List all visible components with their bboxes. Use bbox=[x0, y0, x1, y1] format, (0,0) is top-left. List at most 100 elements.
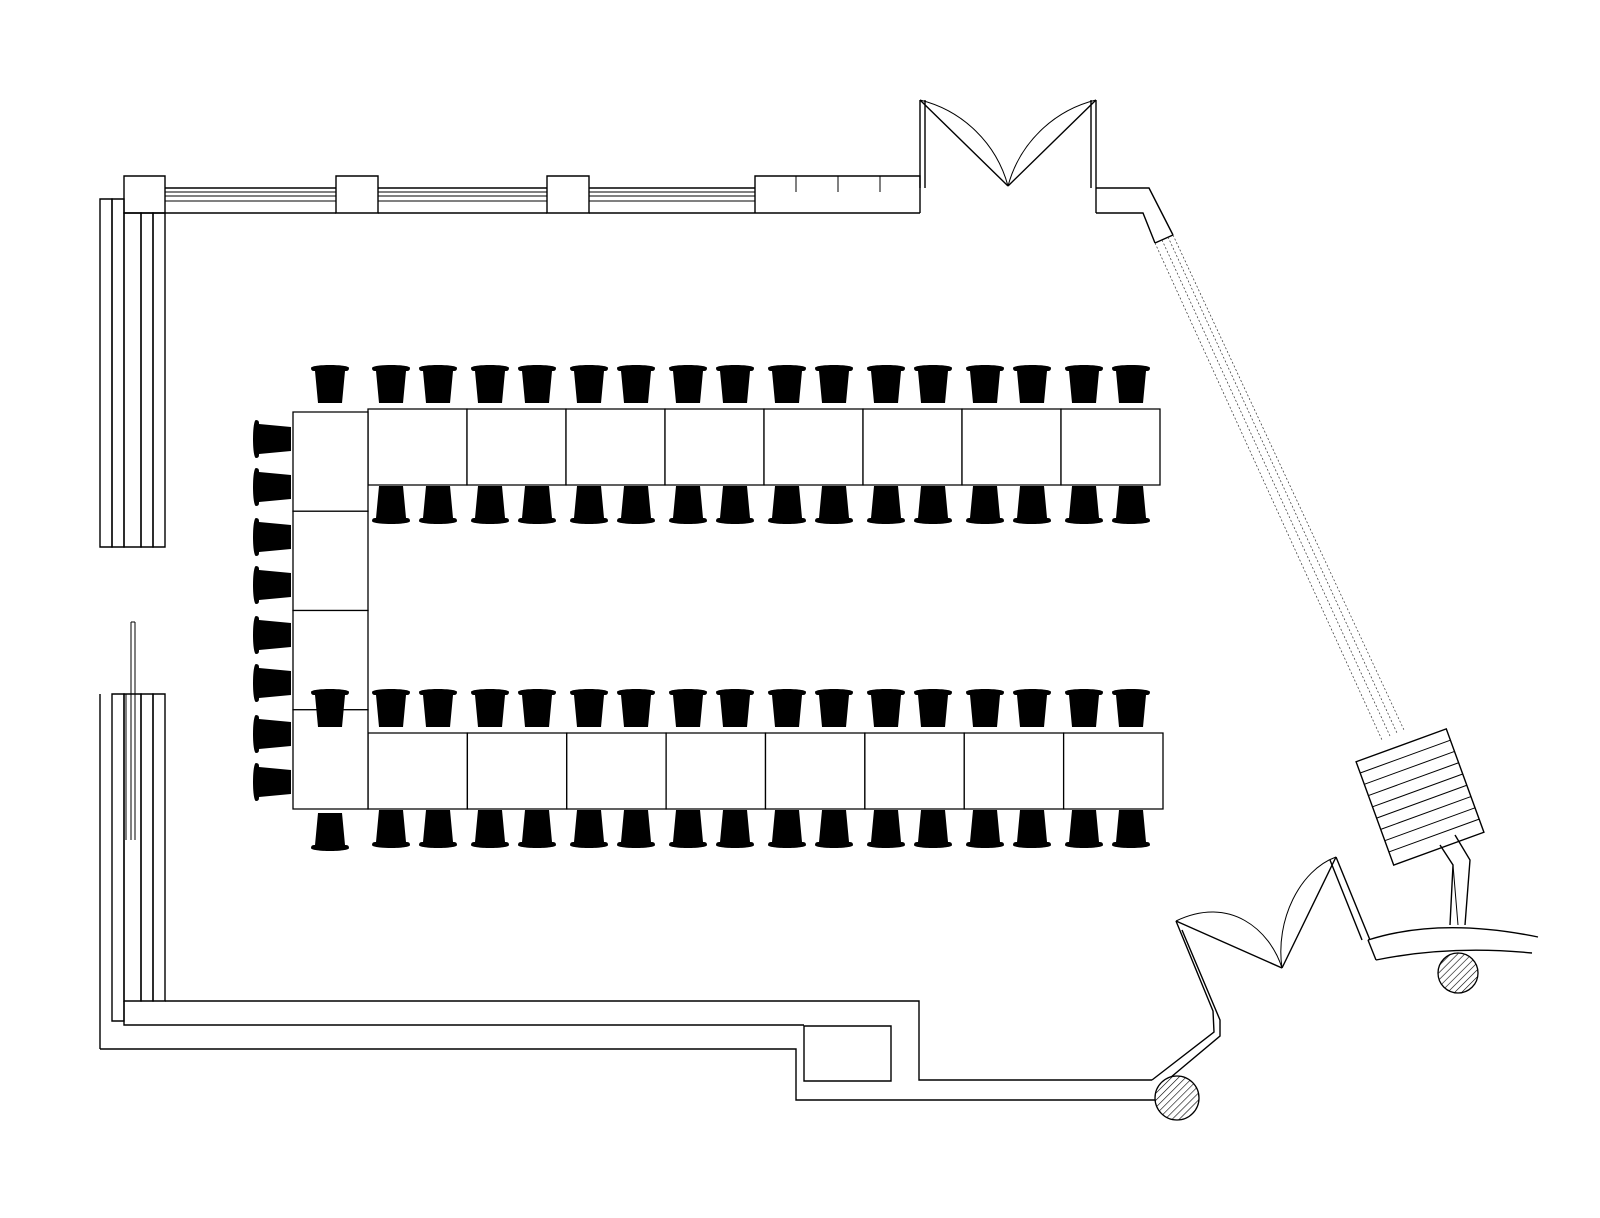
head-table-segment bbox=[293, 511, 368, 610]
top-table-segment bbox=[1061, 409, 1160, 485]
bottom-table-segment bbox=[766, 733, 865, 809]
chair bbox=[669, 810, 707, 848]
chair bbox=[716, 486, 754, 524]
chair bbox=[1065, 810, 1103, 848]
chair bbox=[1013, 810, 1051, 848]
chair bbox=[471, 689, 509, 727]
chair bbox=[372, 689, 410, 727]
chair bbox=[1065, 486, 1103, 524]
chair bbox=[867, 486, 905, 524]
chair bbox=[617, 365, 655, 403]
stair-post bbox=[1440, 835, 1470, 925]
chair bbox=[518, 365, 556, 403]
south-east-curved-wall bbox=[1368, 928, 1538, 993]
chair bbox=[518, 810, 556, 848]
chair bbox=[768, 810, 806, 848]
chair bbox=[419, 689, 457, 727]
chair bbox=[311, 813, 349, 851]
top-table-segment bbox=[764, 409, 863, 485]
chair bbox=[518, 689, 556, 727]
chair bbox=[570, 810, 608, 848]
chair bbox=[617, 689, 655, 727]
chair bbox=[372, 486, 410, 524]
bottom-table-segment bbox=[567, 733, 666, 809]
chair bbox=[419, 486, 457, 524]
bottom-table-segment bbox=[964, 733, 1063, 809]
top-table-segment bbox=[665, 409, 764, 485]
north-wall bbox=[124, 100, 925, 213]
top-table-segment bbox=[467, 409, 566, 485]
bottom-table-segment bbox=[865, 733, 964, 809]
chair bbox=[471, 365, 509, 403]
chair bbox=[815, 365, 853, 403]
south-wall bbox=[100, 1001, 1199, 1120]
chair bbox=[311, 365, 349, 403]
bottom-table-segment bbox=[666, 733, 765, 809]
west-wall bbox=[100, 199, 165, 1049]
seating-layout bbox=[253, 365, 1163, 851]
chair bbox=[1013, 365, 1051, 403]
chair bbox=[570, 689, 608, 727]
chair bbox=[768, 486, 806, 524]
chair bbox=[518, 486, 556, 524]
chair bbox=[570, 486, 608, 524]
chair bbox=[1112, 365, 1150, 403]
chair bbox=[867, 689, 905, 727]
chair bbox=[419, 365, 457, 403]
chair bbox=[867, 365, 905, 403]
chair bbox=[1013, 689, 1051, 727]
stair bbox=[1356, 729, 1484, 865]
chair bbox=[966, 365, 1004, 403]
chair bbox=[253, 616, 291, 654]
chair bbox=[669, 689, 707, 727]
chair bbox=[1112, 689, 1150, 727]
chair bbox=[1013, 486, 1051, 524]
chair bbox=[617, 810, 655, 848]
chair bbox=[815, 486, 853, 524]
bottom-table-segment bbox=[467, 733, 566, 809]
chair bbox=[914, 689, 952, 727]
chair bbox=[253, 763, 291, 801]
chair bbox=[768, 689, 806, 727]
chair bbox=[1065, 365, 1103, 403]
north-double-door bbox=[920, 100, 1096, 213]
chair bbox=[1112, 486, 1150, 524]
chair bbox=[253, 715, 291, 753]
chair bbox=[716, 810, 754, 848]
chair bbox=[867, 810, 905, 848]
chair bbox=[966, 689, 1004, 727]
chair bbox=[253, 664, 291, 702]
chair bbox=[966, 486, 1004, 524]
bottom-table-segment bbox=[368, 733, 467, 809]
chair bbox=[815, 689, 853, 727]
chair bbox=[372, 365, 410, 403]
chair bbox=[669, 486, 707, 524]
chair bbox=[716, 365, 754, 403]
chair bbox=[617, 486, 655, 524]
chair bbox=[253, 566, 291, 604]
chair bbox=[914, 365, 952, 403]
top-table-segment bbox=[566, 409, 665, 485]
chair bbox=[372, 810, 410, 848]
top-table-segment bbox=[962, 409, 1061, 485]
east-wall bbox=[1096, 188, 1404, 740]
chair bbox=[1112, 810, 1150, 848]
chair bbox=[914, 486, 952, 524]
bottom-table-segment bbox=[1064, 733, 1163, 809]
top-table-segment bbox=[368, 409, 467, 485]
head-table-segment bbox=[293, 412, 368, 511]
top-table-segment bbox=[863, 409, 962, 485]
chair bbox=[471, 810, 509, 848]
chair bbox=[1065, 689, 1103, 727]
chair bbox=[253, 420, 291, 458]
chair bbox=[669, 365, 707, 403]
chair bbox=[253, 518, 291, 556]
south-east-double-door bbox=[1152, 857, 1370, 1088]
column bbox=[1155, 1076, 1199, 1120]
chair bbox=[966, 810, 1004, 848]
chair bbox=[716, 689, 754, 727]
chair bbox=[914, 810, 952, 848]
chair bbox=[815, 810, 853, 848]
column bbox=[1438, 953, 1478, 993]
